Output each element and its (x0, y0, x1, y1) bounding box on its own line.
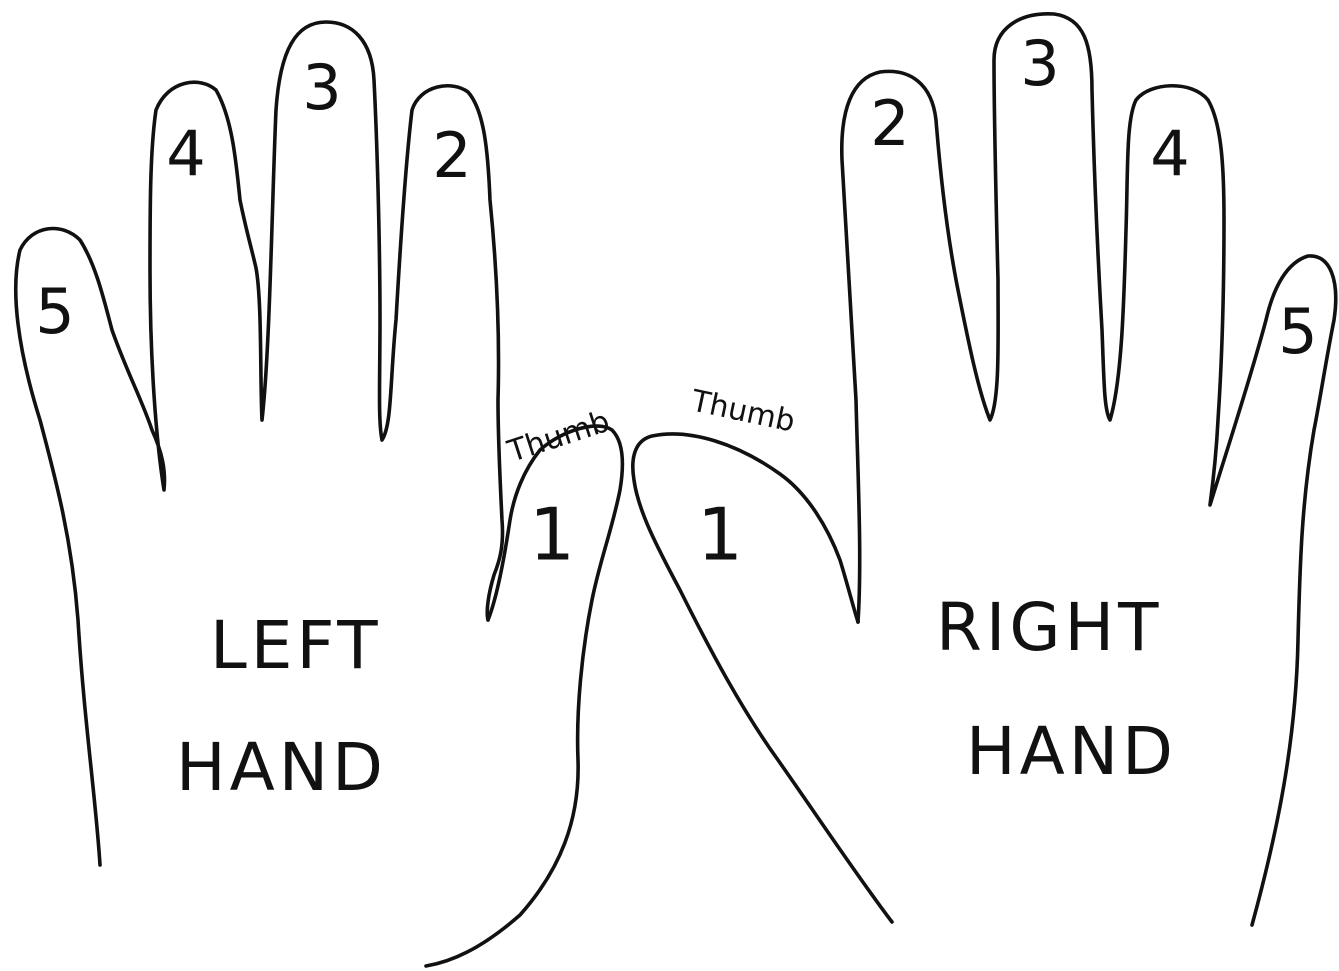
left-ring-number: 4 (166, 117, 205, 190)
left-index-number: 2 (432, 119, 471, 192)
left-middle-number: 3 (302, 51, 341, 124)
right-thumb-number: 1 (697, 493, 743, 577)
right-ring-number: 4 (1150, 117, 1189, 190)
left-hand-label-line1: LEFT (210, 607, 382, 684)
left-thumb-outline (426, 426, 622, 966)
right-hand-label-line1: RIGHT (936, 589, 1162, 666)
left-hand-label-line2: HAND (176, 729, 387, 806)
right-thumb-outline (633, 434, 892, 922)
right-middle-number: 3 (1020, 27, 1059, 100)
left-thumb-word: Thumb (503, 404, 614, 470)
right-thumb-word: Thumb (687, 383, 798, 439)
right-hand-label-line2: HAND (966, 713, 1177, 790)
right-pinky-number: 5 (1278, 295, 1317, 368)
right-index-number: 2 (870, 87, 909, 160)
left-thumb-number: 1 (529, 493, 575, 577)
left-pinky-number: 5 (35, 275, 74, 348)
